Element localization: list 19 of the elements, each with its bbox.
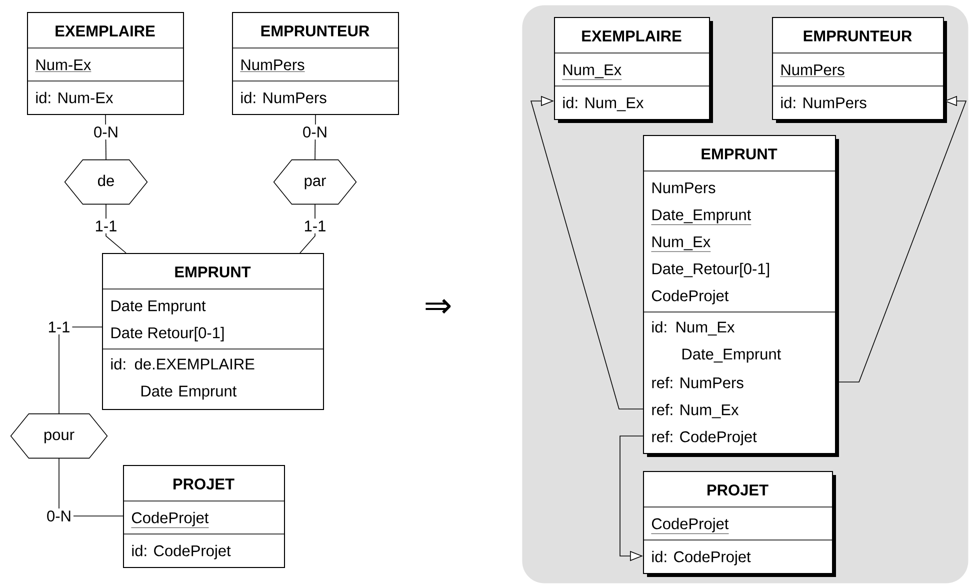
connector: [530, 96, 644, 410]
cardinality-label: 1-1: [46, 320, 72, 334]
double-arrow-symbol: ⇒: [426, 299, 451, 314]
entity-box: EMPRUNTEUR NumPers id: NumPers: [772, 17, 947, 123]
cardinality-label: 0-N: [92, 124, 120, 140]
entity-box: PROJET CodeProjet id: CodeProjet: [642, 471, 836, 577]
cardinality-label: 1-1: [302, 218, 328, 234]
entity-box: EMPRUNTEUR NumPers id: NumPers: [232, 12, 399, 115]
relationship-hexagon: par: [273, 159, 357, 205]
entity-box: EXEMPLAIRE Num_Ex id: Num_Ex: [554, 17, 713, 123]
relationship-hexagon: pour: [10, 413, 108, 459]
entity-box: EXEMPLAIRE Num-Ex id: Num-Ex: [26, 12, 184, 115]
relationship-hexagon: de: [64, 159, 148, 205]
cardinality-label: 1-1: [92, 218, 120, 234]
cardinality-label: 0-N: [44, 508, 74, 524]
entity-box: EMPRUNT NumPers Date_Emprunt Num_Ex Date_Retour[0-1] CodeProjet id: Num_Ex Date_Emprunt ref: NumPers ref: Num_Ex ref: CodeProjet: [642, 135, 839, 457]
entity-box: PROJET CodeProjet id: CodeProjet: [122, 465, 285, 568]
cardinality-label: 0-N: [300, 124, 330, 140]
entity-box: EMPRUNT Date Emprunt Date Retour[0-1] id: de.EXEMPLAIRE Date Emprunt: [102, 253, 324, 410]
